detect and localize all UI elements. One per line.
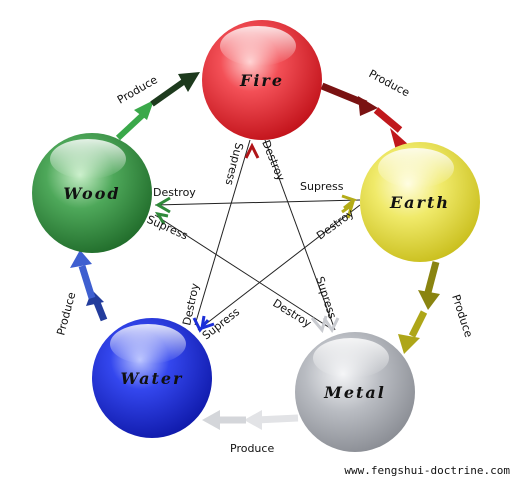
wood-fire-arrow-head-1 xyxy=(134,100,154,120)
orb-wood: Wood xyxy=(32,133,152,253)
earth-metal-arrow-head-2 xyxy=(398,334,420,354)
wood-arrow-head-bottom xyxy=(154,211,169,225)
metal-water-arrow-head-1 xyxy=(244,410,262,430)
orb-label-metal: Metal xyxy=(323,383,386,402)
orb-fire: Fire xyxy=(202,20,322,140)
pentagram-lines xyxy=(154,139,361,331)
produce-label-metal-water: Produce xyxy=(230,442,274,455)
earth-water-line xyxy=(197,204,361,331)
earth-arrow-head-bottom xyxy=(341,201,355,219)
metal-water-arrow-head-2 xyxy=(202,410,220,430)
earth-metal-arrow-mid xyxy=(408,310,428,338)
orb-earth: Earth xyxy=(360,142,480,262)
earth-arrow-head-top xyxy=(341,194,358,210)
water-wood-arrow-head-2 xyxy=(70,250,92,268)
destroy-label-earth: Destroy xyxy=(314,206,357,242)
orb-water: Water xyxy=(92,318,212,438)
produce-label-earth-metal: Produce xyxy=(449,293,475,339)
wood-arrow-head-top xyxy=(155,196,171,214)
fire-earth-arrow-mid xyxy=(373,107,403,133)
wood-earth-line xyxy=(154,199,361,206)
wood-metal-line xyxy=(154,214,331,329)
destroy-label-wood: Destroy xyxy=(153,186,196,199)
fire-earth-arrow-head-1 xyxy=(358,96,378,116)
wood-fire-arrow-tail xyxy=(115,109,149,141)
produce-label-water-wood: Produce xyxy=(54,290,78,336)
wood-fire-arrow-mid xyxy=(150,77,188,107)
metal-arrow-head-right xyxy=(322,317,340,333)
produce-label-fire-earth: Produce xyxy=(367,67,412,99)
water-wood-arrow-mid xyxy=(78,264,96,300)
site-credit: www.fengshui-doctrine.com xyxy=(344,464,510,477)
orb-label-fire: Fire xyxy=(239,71,284,90)
orb-label-earth: Earth xyxy=(389,193,450,212)
fire-metal-line xyxy=(264,139,336,331)
supress-label-fire: Supress xyxy=(223,141,246,187)
destroy-label-water: Destroy xyxy=(180,282,202,327)
fire-arrow-head xyxy=(244,142,260,159)
fire-water-line xyxy=(194,139,251,326)
orb-metal: Metal xyxy=(295,332,415,452)
supress-label-earth: Supress xyxy=(300,180,344,193)
water-arrow-head-right xyxy=(200,315,215,331)
destroy-label-fire: Destroy xyxy=(259,138,287,183)
metal-water-arrow-tail xyxy=(255,414,299,424)
pentagram-arrowheads xyxy=(154,142,358,334)
earth-metal-arrow-head-1 xyxy=(418,290,440,310)
orb-label-wood: Wood xyxy=(63,184,120,203)
water-arrow-head-left xyxy=(192,317,210,333)
wood-fire-arrow-head-2 xyxy=(178,72,200,92)
orb-label-water: Water xyxy=(121,369,184,388)
supress-label-metal: Supress xyxy=(313,275,339,321)
